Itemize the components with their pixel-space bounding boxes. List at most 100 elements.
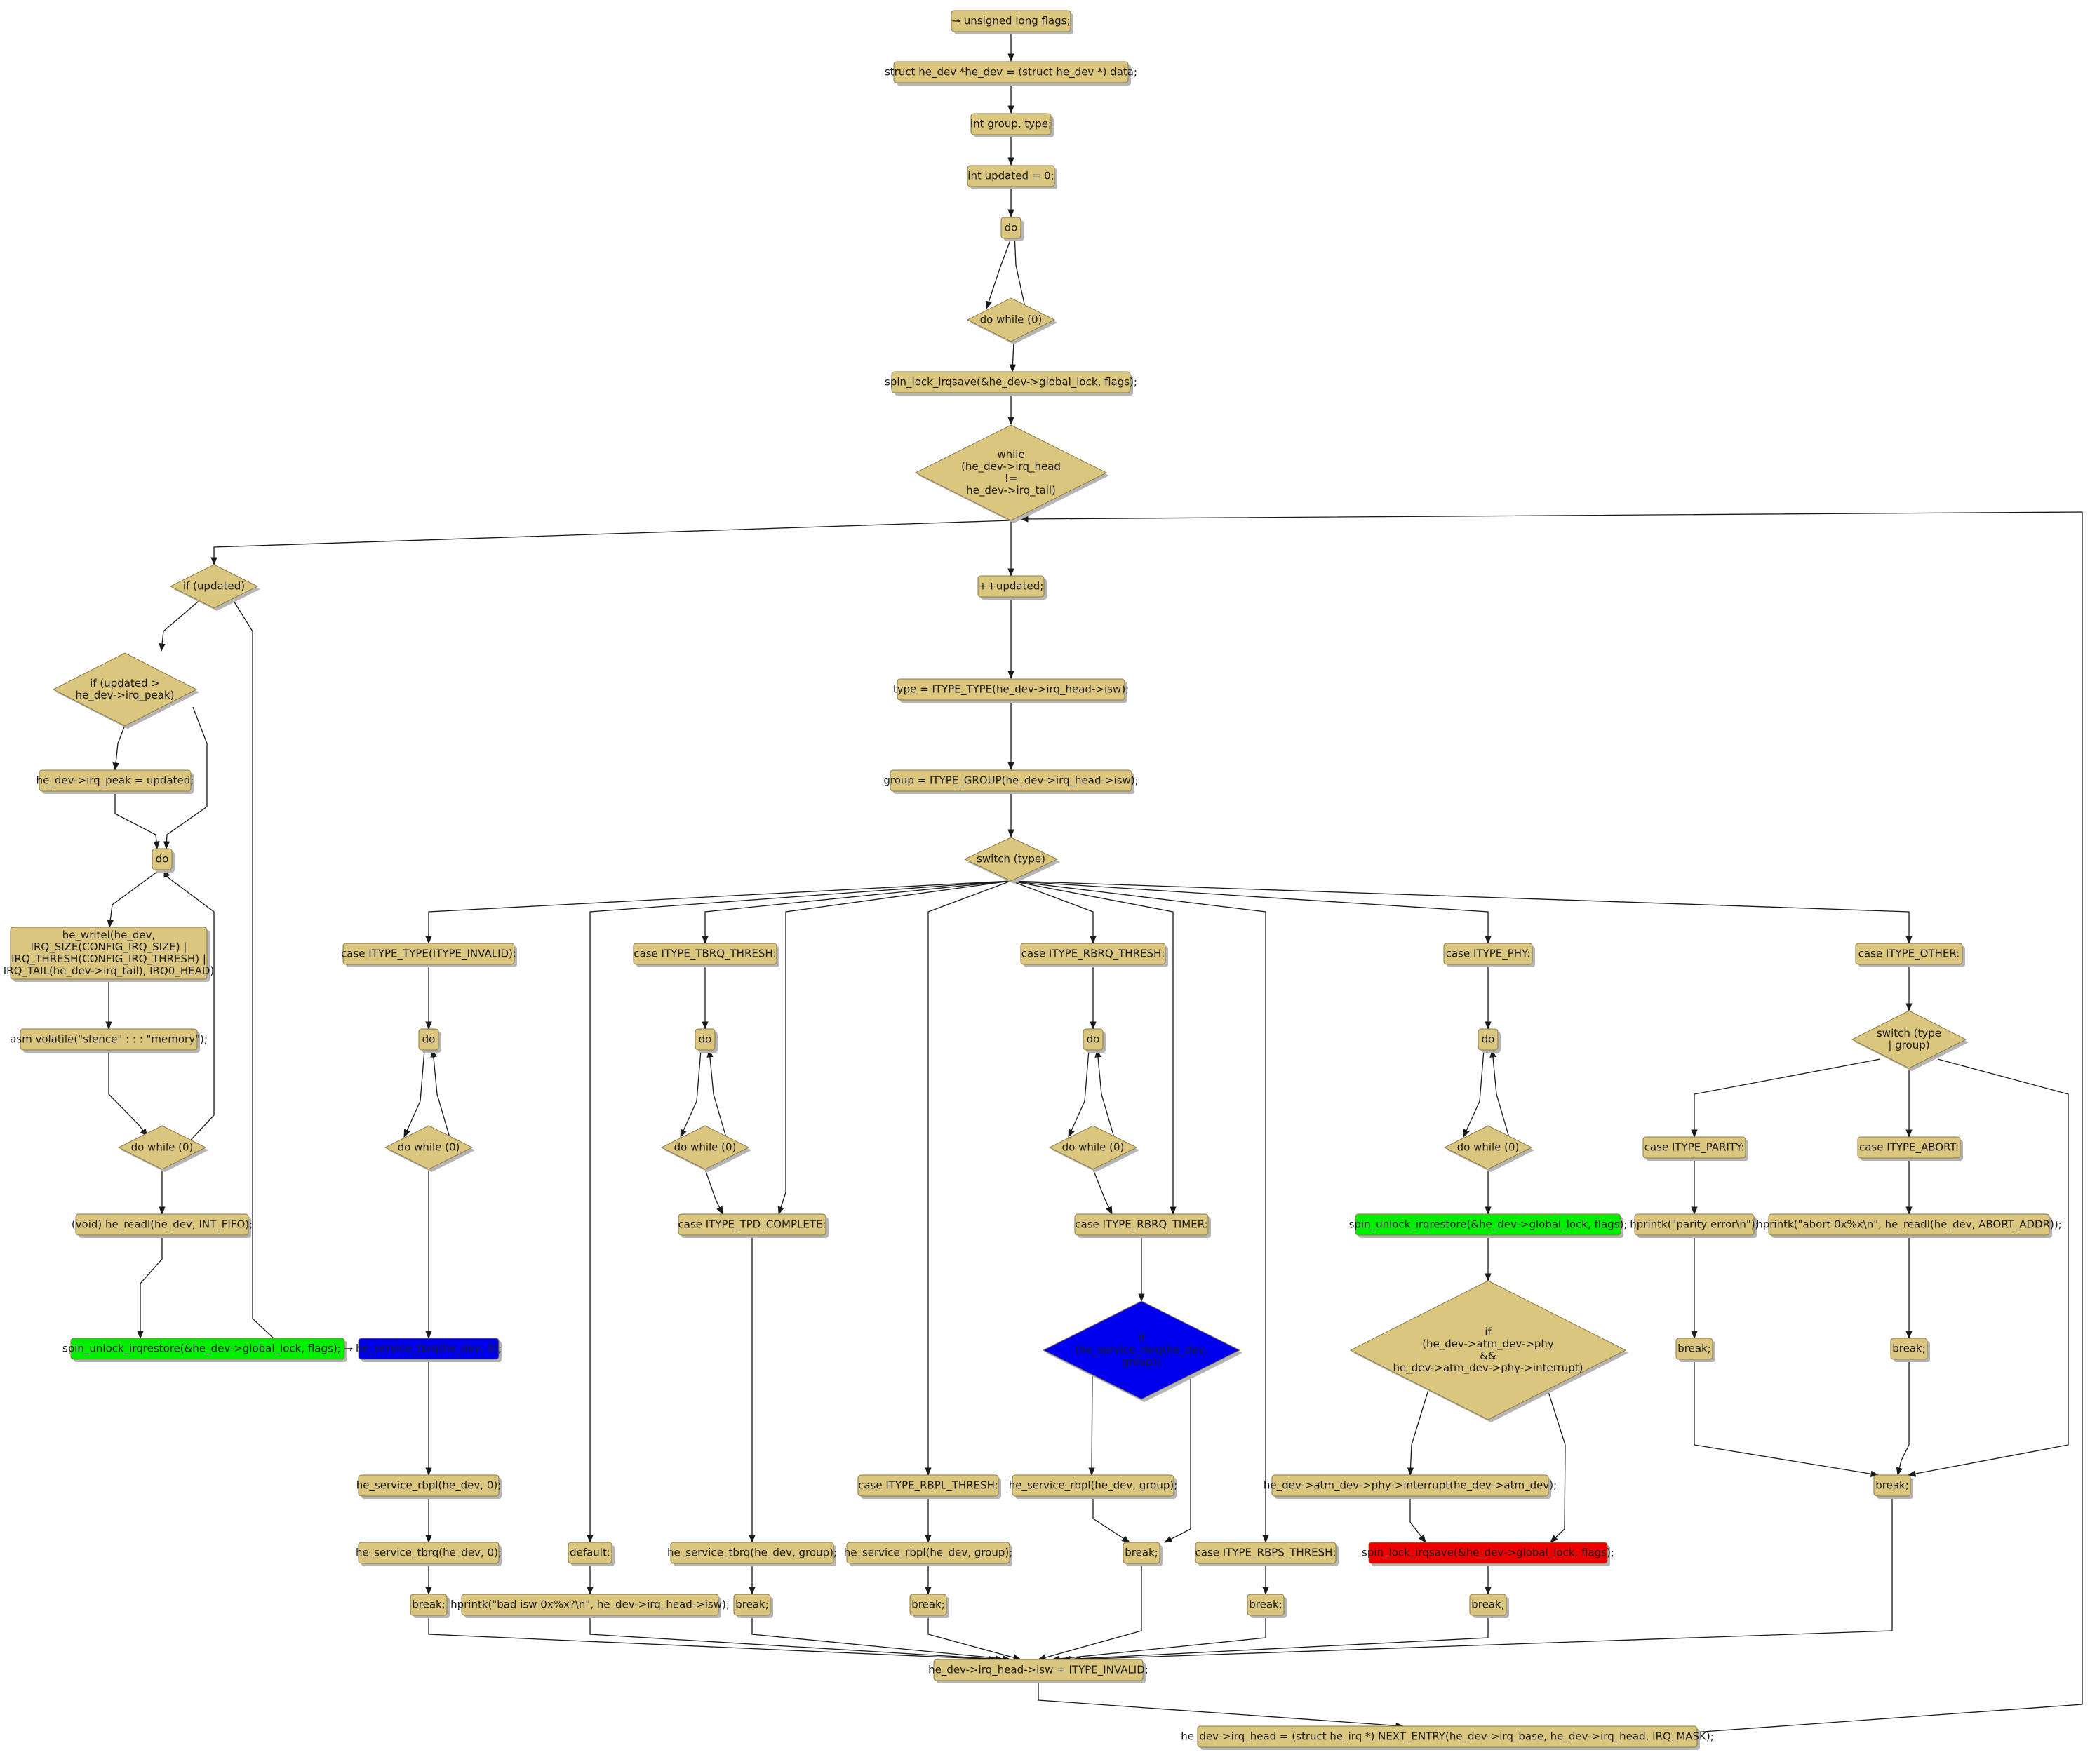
flow-edge-21 <box>108 1050 148 1137</box>
statement-box <box>893 61 1129 83</box>
node-label: do while (0) <box>1062 1141 1125 1154</box>
flow-node-do-while-0: do while (0) <box>1443 1125 1534 1172</box>
node-label: break; <box>1249 1598 1282 1611</box>
statement-box <box>1020 943 1166 965</box>
node-label: spin_unlock_irqrestore(&he_dev->global_l… <box>62 1342 353 1356</box>
node-label: he_dev->irq_head->isw = ITYPE_INVALID; <box>928 1664 1148 1677</box>
statement-box <box>678 1213 826 1236</box>
node-label: != <box>1005 472 1018 485</box>
flow-edge-87 <box>1038 1681 1405 1729</box>
flow-node-break: break; <box>1247 1594 1287 1618</box>
statement-box <box>1000 217 1021 239</box>
node-label: int group, type; <box>970 118 1052 130</box>
statement-box <box>1012 1474 1174 1497</box>
node-label: hprintk("parity error\n"); <box>1630 1218 1758 1231</box>
node-label: | group) <box>1888 1039 1929 1051</box>
node-label: case ITYPE_OTHER: <box>1858 948 1960 961</box>
flow-node-case-itype-rbpl-thresh: case ITYPE_RBPL_THRESH: <box>857 1474 1001 1499</box>
statement-box <box>1247 1594 1285 1616</box>
flow-node-do-while-0: do while (0) <box>966 297 1057 344</box>
statement-box <box>1195 1542 1337 1564</box>
flow-edge-39 <box>704 1169 723 1216</box>
flow-node-break: break; <box>1123 1542 1163 1566</box>
node-label: he_dev->irq_peak) <box>75 689 174 702</box>
flow-node-spin-lock-irqsave-he-dev-global-lock-fla: spin_lock_irqsave(&he_dev->global_lock, … <box>1362 1542 1614 1566</box>
flow-edge-68 <box>1010 880 1913 945</box>
statement-box <box>1271 1474 1549 1497</box>
flow-edge-22 <box>163 868 215 1148</box>
statement-box <box>568 1542 612 1564</box>
node-label: switch (type) <box>977 853 1045 866</box>
statement-box <box>951 10 1071 32</box>
flow-node-case-itype-tbrq-thresh: case ITYPE_TBRQ_THRESH: <box>633 943 779 967</box>
flow-edge-84 <box>1051 1615 1266 1662</box>
node-label: group)) <box>1122 1356 1160 1368</box>
flow-node-do-while-0: do while (0) <box>117 1125 208 1172</box>
flow-node-he-dev-irq-head-isw-itype-invalid: he_dev->irq_head->isw = ITYPE_INVALID; <box>928 1659 1148 1683</box>
node-label: do <box>156 853 169 866</box>
node-label: break; <box>1677 1342 1711 1355</box>
edge-layer <box>105 32 2083 1737</box>
flow-node-switch-type-group: switch (type| group) <box>1851 1010 1969 1071</box>
node-label: hprintk("abort 0x%x\n", he_readl(he_dev,… <box>1756 1218 2062 1232</box>
statement-box <box>1873 1474 1911 1497</box>
node-label: (he_dev->atm_dev->phy <box>1422 1338 1554 1351</box>
node-label: ++updated; <box>979 580 1044 593</box>
flow-node-while-he-dev-irq-head-he-dev-irq-tail: while(he_dev->irq_head!=he_dev->irq_tail… <box>914 424 1109 523</box>
flow-node-if-he-service-rbrq-he-dev-group: if(he_service_rbrq(he_dev,group)) <box>1042 1300 1242 1402</box>
flow-edge-37 <box>680 1049 702 1138</box>
flow-node-switch-type: switch (type) <box>963 837 1060 884</box>
node-label: he_service_rbpl(he_dev, 0); <box>356 1479 502 1493</box>
flow-edge-51 <box>1010 880 1177 1216</box>
flow-node-void-he-readl-he-dev-int-fifo: (void) he_readl(he_dev, INT_FIFO); <box>72 1213 253 1238</box>
statement-box <box>733 1594 771 1616</box>
node-label: do while (0) <box>398 1141 460 1154</box>
flow-node-he-service-tbrq-he-dev-0: he_service_tbrq(he_dev, 0); <box>356 1542 502 1566</box>
node-label: default: <box>570 1547 610 1559</box>
node-label: switch (type <box>1877 1027 1941 1039</box>
flow-edge-88 <box>1019 511 2083 1737</box>
node-label: while <box>997 448 1024 461</box>
flow-edge-40 <box>777 880 1012 1216</box>
node-label: && <box>1480 1349 1496 1362</box>
statement-box <box>933 1659 1144 1681</box>
node-label: if <box>1485 1326 1492 1338</box>
flow-node-hprintk-parity-error-n: hprintk("parity error\n"); <box>1630 1213 1759 1238</box>
flow-node-he-service-rbpl-he-dev-0: he_service_rbpl(he_dev, 0); <box>356 1474 502 1499</box>
statement-box <box>633 943 777 965</box>
flow-node-he-writel-he-dev-irq-size-config-irq-siz: he_writel(he_dev,IRQ_SIZE(CONFIG_IRQ_SIZ… <box>4 927 214 982</box>
node-label: break; <box>412 1598 446 1611</box>
flow-edge-25 <box>425 880 1012 945</box>
flow-node-break: break; <box>1469 1594 1509 1618</box>
node-label: he_dev->atm_dev->phy->interrupt) <box>1393 1361 1583 1375</box>
node-label: int updated = 0; <box>967 170 1054 182</box>
node-label: do while (0) <box>131 1141 194 1154</box>
flow-node-hprintk-bad-isw-0x-x-n-he-dev-irq-head-i: hprintk("bad isw 0x%x?\n", he_dev->irq_h… <box>450 1594 730 1618</box>
flow-edge-64 <box>1407 1385 1431 1476</box>
node-label: → unsigned long flags; <box>951 15 1070 27</box>
flow-edge-83 <box>1037 1563 1142 1661</box>
node-label: asm volatile("sfence" : : : "memory"); <box>10 1033 208 1046</box>
statement-box <box>891 371 1131 393</box>
flow-node-if-updated: if (updated) <box>169 564 260 611</box>
flow-node-he-service-rbpl-he-dev-group: he_service_rbpl(he_dev, group); <box>844 1542 1012 1566</box>
flow-edge-35 <box>702 880 1012 945</box>
flow-edge-33 <box>587 880 1012 1544</box>
decision-diamond <box>660 1125 750 1170</box>
decision-diamond <box>1349 1280 1627 1420</box>
node-label: case ITYPE_ABORT: <box>1859 1141 1959 1154</box>
statement-box <box>670 1542 834 1564</box>
decision-diamond <box>966 297 1056 342</box>
node-label: he_service_tbrq(he_dev, group); <box>667 1547 837 1560</box>
decision-diamond <box>1048 1125 1138 1170</box>
flow-edge-72 <box>1907 1058 2069 1477</box>
flow-edge-43 <box>925 880 1012 1476</box>
flow-edge-7 <box>1009 341 1017 373</box>
statement-box <box>342 943 515 965</box>
flow-node-default: default: <box>568 1542 615 1566</box>
flow-edge-66 <box>1409 1496 1426 1543</box>
node-label: he_dev->irq_peak = updated; <box>36 774 194 788</box>
statement-box <box>1469 1594 1507 1616</box>
flow-edge-18 <box>114 791 160 850</box>
